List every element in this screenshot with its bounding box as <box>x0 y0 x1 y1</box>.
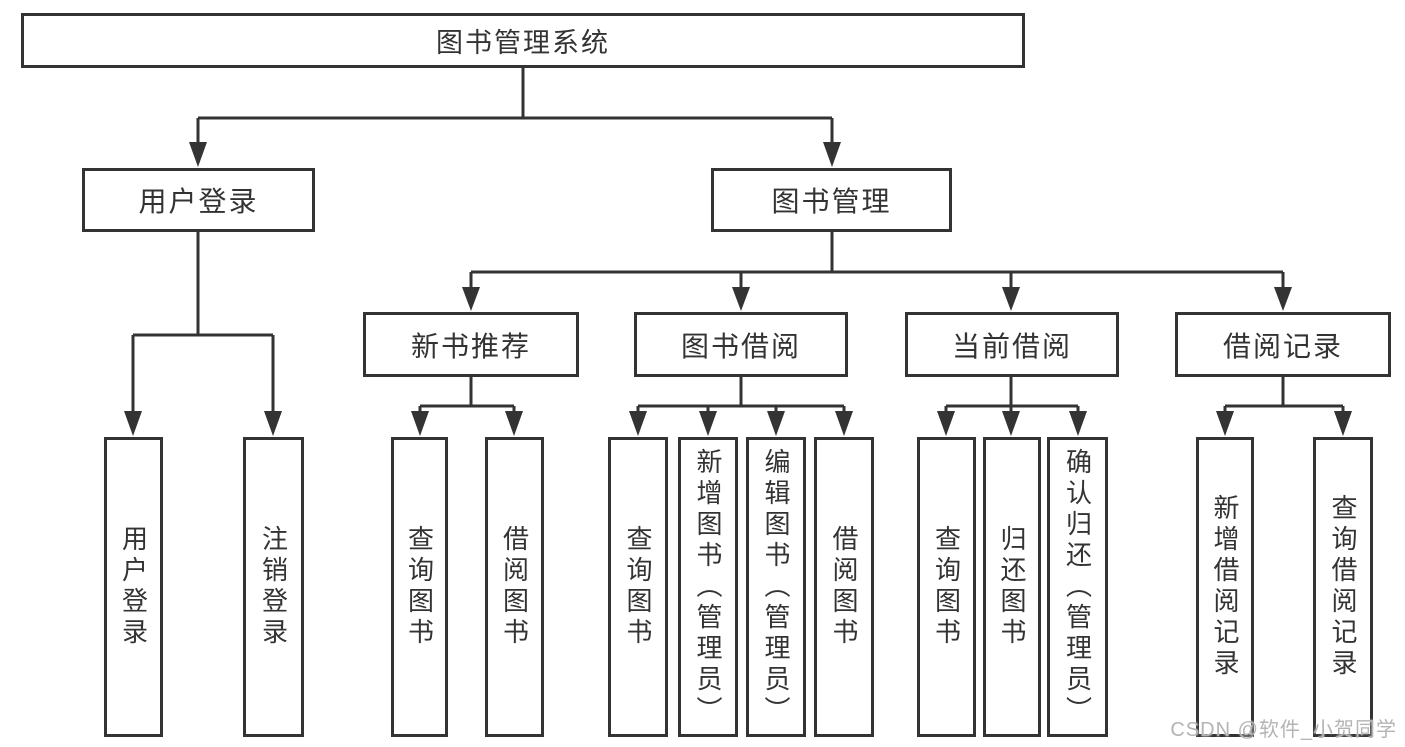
node-leaf-cb-return: 归还图书 <box>983 437 1041 737</box>
node-borrow-records-label: 借阅记录 <box>1222 330 1343 362</box>
node-leaf-nb-borrow-label: 借阅图书 <box>499 525 530 649</box>
node-user-login-label: 用户登录 <box>138 186 259 217</box>
node-new-book-recommend-label: 新书推荐 <box>410 330 531 362</box>
node-leaf-nb-query: 查询图书 <box>391 437 448 737</box>
node-book-mgmt: 图书管理 <box>711 168 952 232</box>
watermark: CSDN @软件_小贺同学 <box>1170 719 1397 741</box>
node-leaf-cb-return-label: 归还图书 <box>997 525 1027 649</box>
node-leaf-cb-confirm: 确认归还（管理员） <box>1047 437 1108 737</box>
node-root-label: 图书管理系统 <box>436 28 610 58</box>
node-leaf-br-query-label: 查询借阅记录 <box>1328 494 1358 680</box>
node-borrow-records: 借阅记录 <box>1175 312 1391 377</box>
node-root: 图书管理系统 <box>21 13 1025 68</box>
node-leaf-user-login: 用户登录 <box>104 437 163 737</box>
node-leaf-br-add-label: 新增借阅记录 <box>1210 494 1240 680</box>
node-leaf-bb-add-label: 新增图书（管理员） <box>693 447 723 727</box>
node-book-mgmt-label: 图书管理 <box>771 186 892 217</box>
node-leaf-logout-label: 注销登录 <box>258 525 289 649</box>
node-leaf-bb-borrow-label: 借阅图书 <box>829 525 859 649</box>
node-book-borrow: 图书借阅 <box>634 312 848 377</box>
node-leaf-bb-edit: 编辑图书（管理员） <box>746 437 806 737</box>
node-book-borrow-label: 图书借阅 <box>680 330 801 362</box>
node-leaf-bb-borrow: 借阅图书 <box>814 437 874 737</box>
node-leaf-cb-query: 查询图书 <box>917 437 976 737</box>
node-leaf-br-query: 查询借阅记录 <box>1313 437 1373 737</box>
node-leaf-bb-edit-label: 编辑图书（管理员） <box>761 447 791 727</box>
node-leaf-br-add: 新增借阅记录 <box>1196 437 1254 737</box>
node-current-borrow-label: 当前借阅 <box>951 330 1072 362</box>
node-leaf-nb-borrow: 借阅图书 <box>485 437 544 737</box>
node-current-borrow: 当前借阅 <box>905 312 1119 377</box>
node-leaf-user-login-label: 用户登录 <box>118 525 149 649</box>
node-new-book-recommend: 新书推荐 <box>363 312 579 377</box>
node-leaf-bb-add: 新增图书（管理员） <box>678 437 738 737</box>
arrowheads <box>124 142 1352 436</box>
node-leaf-logout: 注销登录 <box>243 437 304 737</box>
node-leaf-cb-confirm-label: 确认归还（管理员） <box>1062 447 1093 727</box>
node-leaf-bb-query: 查询图书 <box>608 437 668 737</box>
node-leaf-bb-query-label: 查询图书 <box>623 525 653 649</box>
node-leaf-nb-query-label: 查询图书 <box>404 525 435 649</box>
node-user-login: 用户登录 <box>82 168 315 232</box>
node-leaf-cb-query-label: 查询图书 <box>931 525 962 649</box>
